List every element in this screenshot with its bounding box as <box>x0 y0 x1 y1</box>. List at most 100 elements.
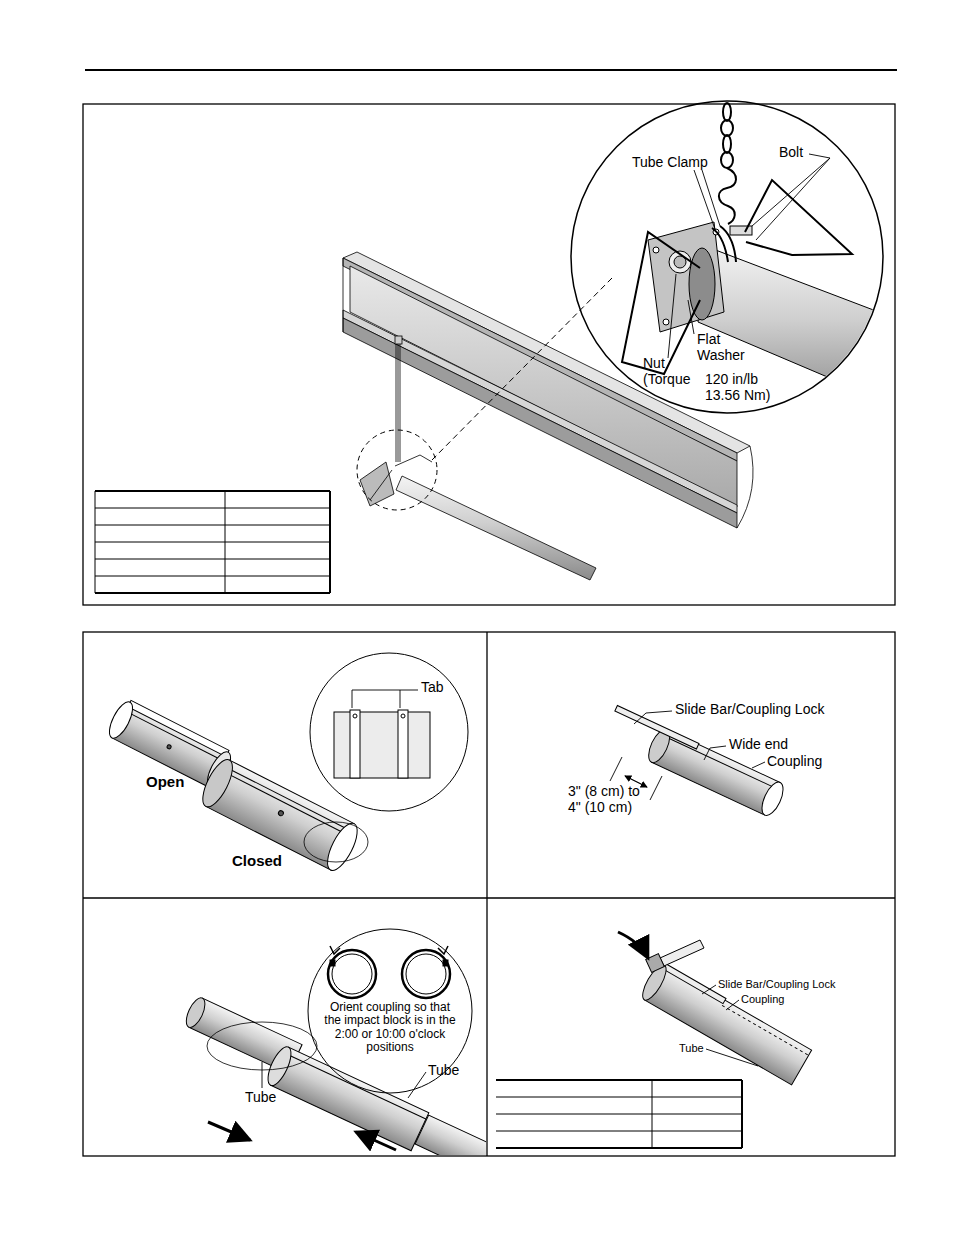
illustration-part <box>360 462 394 506</box>
part-label: Coupling <box>767 754 822 770</box>
callout-label: Tube Clamp <box>632 155 708 171</box>
illustration-part <box>95 525 330 526</box>
illustration-part <box>400 344 401 462</box>
detail-marker <box>207 1022 317 1070</box>
circle-outline <box>571 101 883 413</box>
illustration-part <box>330 960 335 966</box>
circle-outline <box>570 100 884 414</box>
callout-label: Nut (Torque <box>643 356 705 387</box>
illustration-part <box>660 940 704 966</box>
illustration-part <box>350 710 360 778</box>
illustration-part <box>689 248 715 320</box>
illustration-part <box>395 336 402 344</box>
part-label: Tube <box>245 1090 276 1106</box>
illustration-part <box>224 772 349 836</box>
illustration-part <box>95 592 330 594</box>
push-arrow <box>356 1132 396 1150</box>
part-label: Closed <box>232 853 282 870</box>
callout-label: Tab <box>421 680 444 696</box>
illustration-part <box>226 767 351 831</box>
callout-label: 120 in/lb 13.56 Nm) <box>705 372 789 403</box>
illustration-part <box>95 559 330 560</box>
illustration-part <box>698 246 905 410</box>
illustration-part <box>105 699 137 742</box>
illustration-part <box>723 135 731 153</box>
illustration-part <box>398 344 399 462</box>
part-label: Slide Bar/Coupling Lock <box>718 978 835 990</box>
illustration-part <box>95 491 96 593</box>
illustration-part <box>496 1131 742 1132</box>
clamp-detail <box>622 103 905 410</box>
circle-outline <box>309 652 469 812</box>
illustration-part <box>95 542 330 543</box>
part-label: Coupling <box>741 993 784 1005</box>
part-label: Wide end <box>729 737 788 753</box>
illustration-part <box>328 950 376 998</box>
illustration-part <box>128 700 229 756</box>
tab-detail <box>334 690 430 778</box>
illustration-part <box>741 1080 743 1148</box>
illustration-part <box>402 950 450 998</box>
illustration-part <box>721 120 733 136</box>
panel-divider <box>83 897 895 898</box>
tube-right <box>415 1115 486 1155</box>
illustration-part <box>752 154 830 226</box>
detail-circle: Tube ClampBoltFlat WasherNut (Torque120 … <box>570 100 884 414</box>
illustration-part <box>285 1054 425 1120</box>
illustration-part <box>343 318 737 528</box>
part-label: Tube <box>428 1063 459 1079</box>
detail-marker <box>304 822 368 862</box>
illustration-part <box>396 476 596 580</box>
tool <box>618 932 704 972</box>
illustration-part <box>496 1079 742 1081</box>
illustration-part <box>332 954 372 994</box>
illustration-part <box>95 490 330 492</box>
illustration-part <box>401 714 405 718</box>
illustration-part <box>225 491 226 593</box>
illustration-part <box>166 744 171 749</box>
orientation-rings <box>328 946 450 998</box>
illustration-part <box>406 954 446 994</box>
illustration-part <box>398 710 408 778</box>
illustration-part <box>353 714 357 718</box>
leader-lines <box>668 154 830 358</box>
illustration-part <box>622 232 700 374</box>
small-tube <box>360 455 596 580</box>
illustration-part <box>721 152 733 168</box>
illustration-part <box>745 180 852 255</box>
illustration-part <box>702 985 716 994</box>
illustration-part <box>415 1115 486 1155</box>
illustration-part <box>663 319 669 325</box>
illustration-part <box>197 756 238 811</box>
illustration-part <box>271 1047 429 1151</box>
panel-divider <box>486 632 487 1156</box>
circle-outline <box>310 653 468 811</box>
hanger-chain <box>395 336 402 462</box>
panel-frame <box>83 632 895 1156</box>
illustration-part <box>719 103 736 224</box>
illustration-part <box>496 1147 742 1149</box>
illustration-part <box>706 1049 758 1066</box>
illustration-part <box>726 1000 739 1010</box>
illustration-part <box>719 168 736 224</box>
callout-label: Orient coupling so that the impact block… <box>320 1001 460 1055</box>
illustration-part <box>618 932 648 958</box>
illustration-part <box>650 776 662 800</box>
illustration-part <box>688 300 694 334</box>
illustration-part <box>370 455 432 500</box>
illustration-part <box>126 711 224 761</box>
header-rule <box>85 69 897 71</box>
coupling <box>263 1044 428 1151</box>
spec-table <box>95 491 330 593</box>
illustration-part <box>95 508 330 509</box>
illustration-part <box>737 446 753 528</box>
detail-marker <box>357 430 437 510</box>
illustration-part <box>648 222 724 332</box>
illustration-part <box>352 690 418 708</box>
illustration-part <box>723 103 731 121</box>
circle-outline <box>308 929 472 1093</box>
illustration-part <box>704 746 726 760</box>
illustration-part <box>343 258 344 332</box>
